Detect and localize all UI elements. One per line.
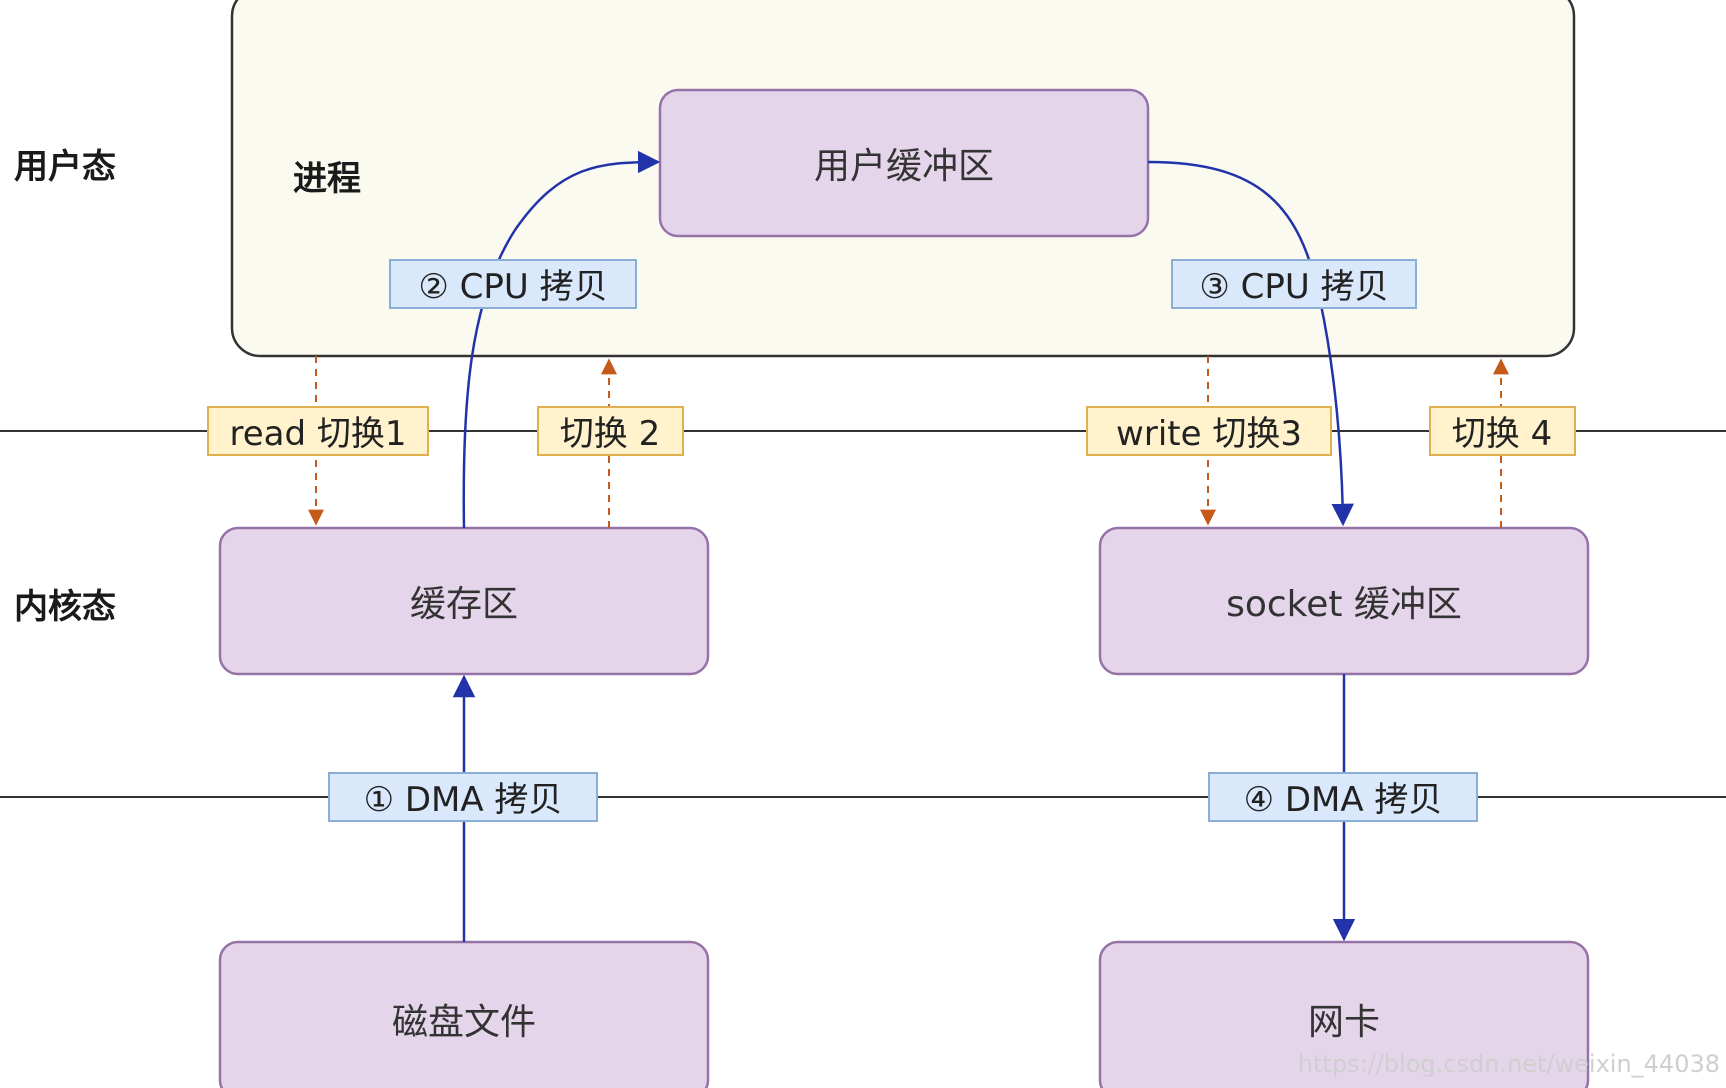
write-switch-3-tag [1086,406,1332,456]
kernel-mode-label: 内核态 [14,587,116,627]
disk-file-label: 磁盘文件 [392,1002,536,1043]
watermark: https://blog.csdn.net/weixin_44038 [1298,1050,1720,1078]
dma-copy-1-label: ① DMA 拷贝 [364,780,563,820]
read-switch-1-label: read 切换1 [229,414,406,454]
user-mode-label: 用户态 [14,147,116,187]
nic-box [1098,940,1590,1088]
switch-4-label: 切换 4 [1452,414,1552,454]
cpu-copy-3-label: ③ CPU 拷贝 [1199,267,1388,307]
cpu-copy-2-label: ② CPU 拷贝 [418,267,607,307]
dma-copy-1-tag [328,772,598,822]
socket-buffer-label: socket 缓冲区 [1226,584,1462,625]
read-switch-1-tag [207,406,429,456]
cpu-copy-3-tag [1171,259,1417,309]
dma-copy-4-tag [1208,772,1478,822]
switch-4-tag [1429,406,1576,456]
user-buffer-label: 用户缓冲区 [814,146,994,187]
switch-2-label: 切换 2 [560,414,660,454]
nic-label: 网卡 [1308,1002,1380,1043]
page-cache-label: 缓存区 [410,584,518,625]
process-label: 进程 [293,159,361,199]
cpu-copy-2-arrow [462,150,661,529]
cpu-copy-2-tag [389,259,637,309]
write-switch-3-label: write 切换3 [1116,414,1302,454]
dma-copy-4-label: ④ DMA 拷贝 [1244,780,1443,820]
switch-2-tag [537,406,684,456]
